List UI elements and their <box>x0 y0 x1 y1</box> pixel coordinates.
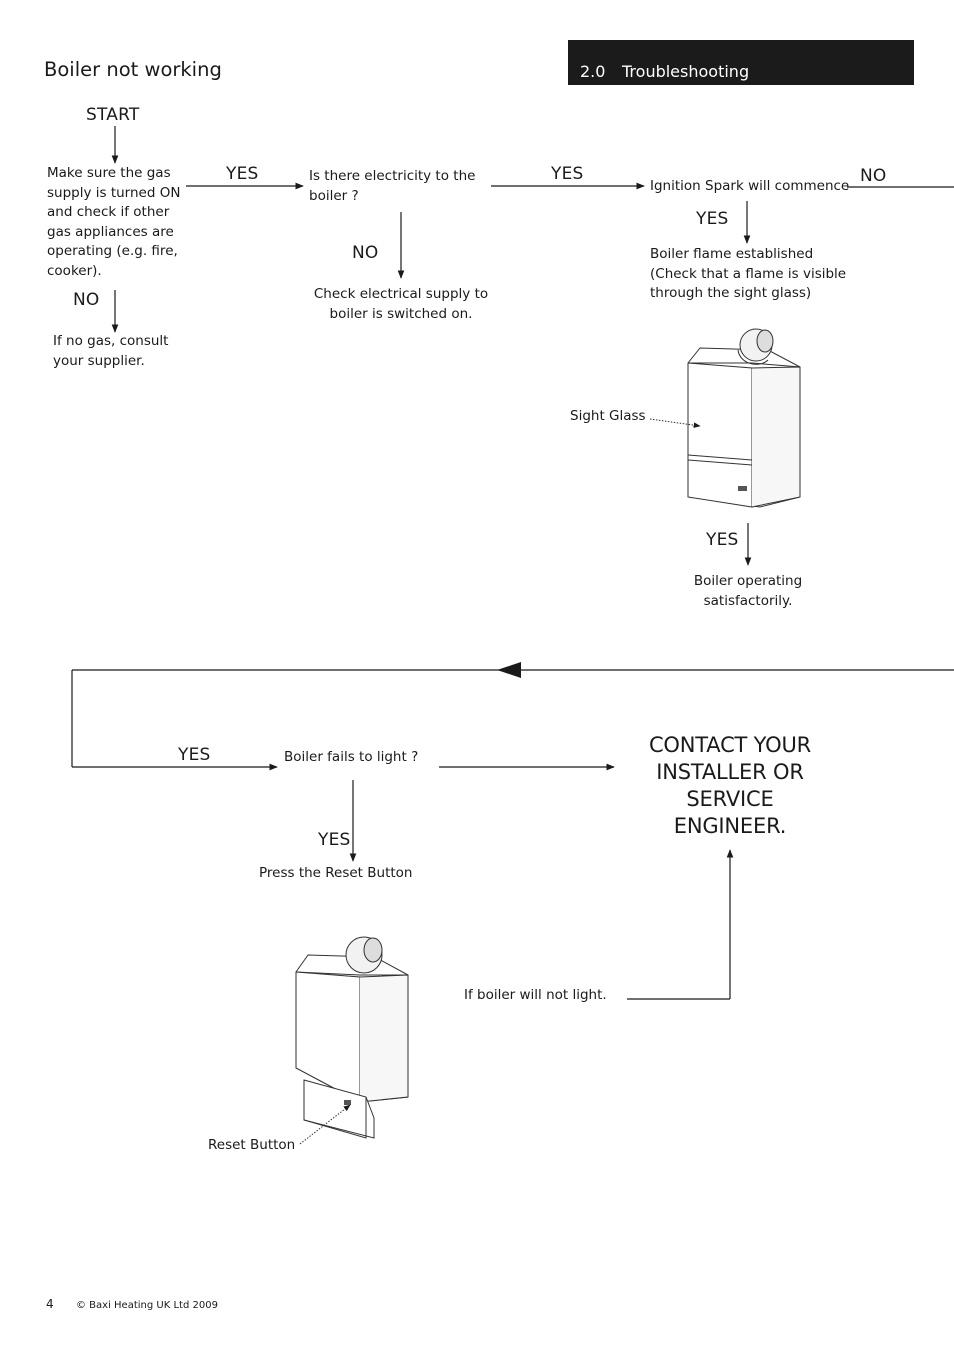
no-label-ignition: NO <box>860 166 887 186</box>
return-arrowhead <box>497 662 521 678</box>
copyright: © Baxi Heating UK Ltd 2009 <box>76 1300 218 1311</box>
check-electrical-text: Check electrical supply to boiler is swi… <box>313 286 489 322</box>
contact-installer-text: CONTACT YOUR INSTALLER OR SERVICE ENGINE… <box>648 733 812 838</box>
will-not-light-text: If boiler will not light. <box>464 987 607 1003</box>
page-number: 4 <box>46 1297 54 1311</box>
reset-button-label: Reset Button <box>208 1137 296 1153</box>
section-header-bar: 2.0 Troubleshooting <box>568 40 914 85</box>
yes-label-return: YES <box>178 745 211 765</box>
yes-label-electricity: YES <box>551 164 584 184</box>
start-label: START <box>86 105 140 125</box>
section-number: 2.0 <box>580 62 606 81</box>
sight-glass-pointer <box>649 418 701 428</box>
yes-label-fails: YES <box>318 830 351 850</box>
section-title: Troubleshooting <box>622 62 750 81</box>
yes-label-flame: YES <box>706 530 739 550</box>
yes-label-gas: YES <box>226 164 259 184</box>
yes-label-ignition: YES <box>696 209 729 229</box>
flame-established-text: Boiler flame established (Check that a f… <box>650 246 847 301</box>
boiler-illustration-sight-glass <box>687 328 801 508</box>
press-reset-text: Press the Reset Button <box>259 865 413 881</box>
no-gas-text: If no gas, consult your supplier. <box>53 333 169 369</box>
electricity-question: Is there electricity to the boiler ? <box>309 168 476 204</box>
operating-text: Boiler operating satisfactorily. <box>693 573 803 609</box>
page-title: Boiler not working <box>44 58 222 81</box>
footer: 4 © Baxi Heating UK Ltd 2009 <box>46 1297 218 1311</box>
sight-glass-label: Sight Glass <box>570 408 646 424</box>
gas-check-text: Make sure the gas supply is turned ON an… <box>47 165 181 279</box>
fails-to-light-text: Boiler fails to light ? <box>284 749 419 765</box>
ignition-text: Ignition Spark will commence <box>650 178 850 194</box>
no-label-electricity: NO <box>352 243 379 263</box>
no-label-gas: NO <box>73 290 100 310</box>
boiler-illustration-reset <box>295 936 409 1139</box>
